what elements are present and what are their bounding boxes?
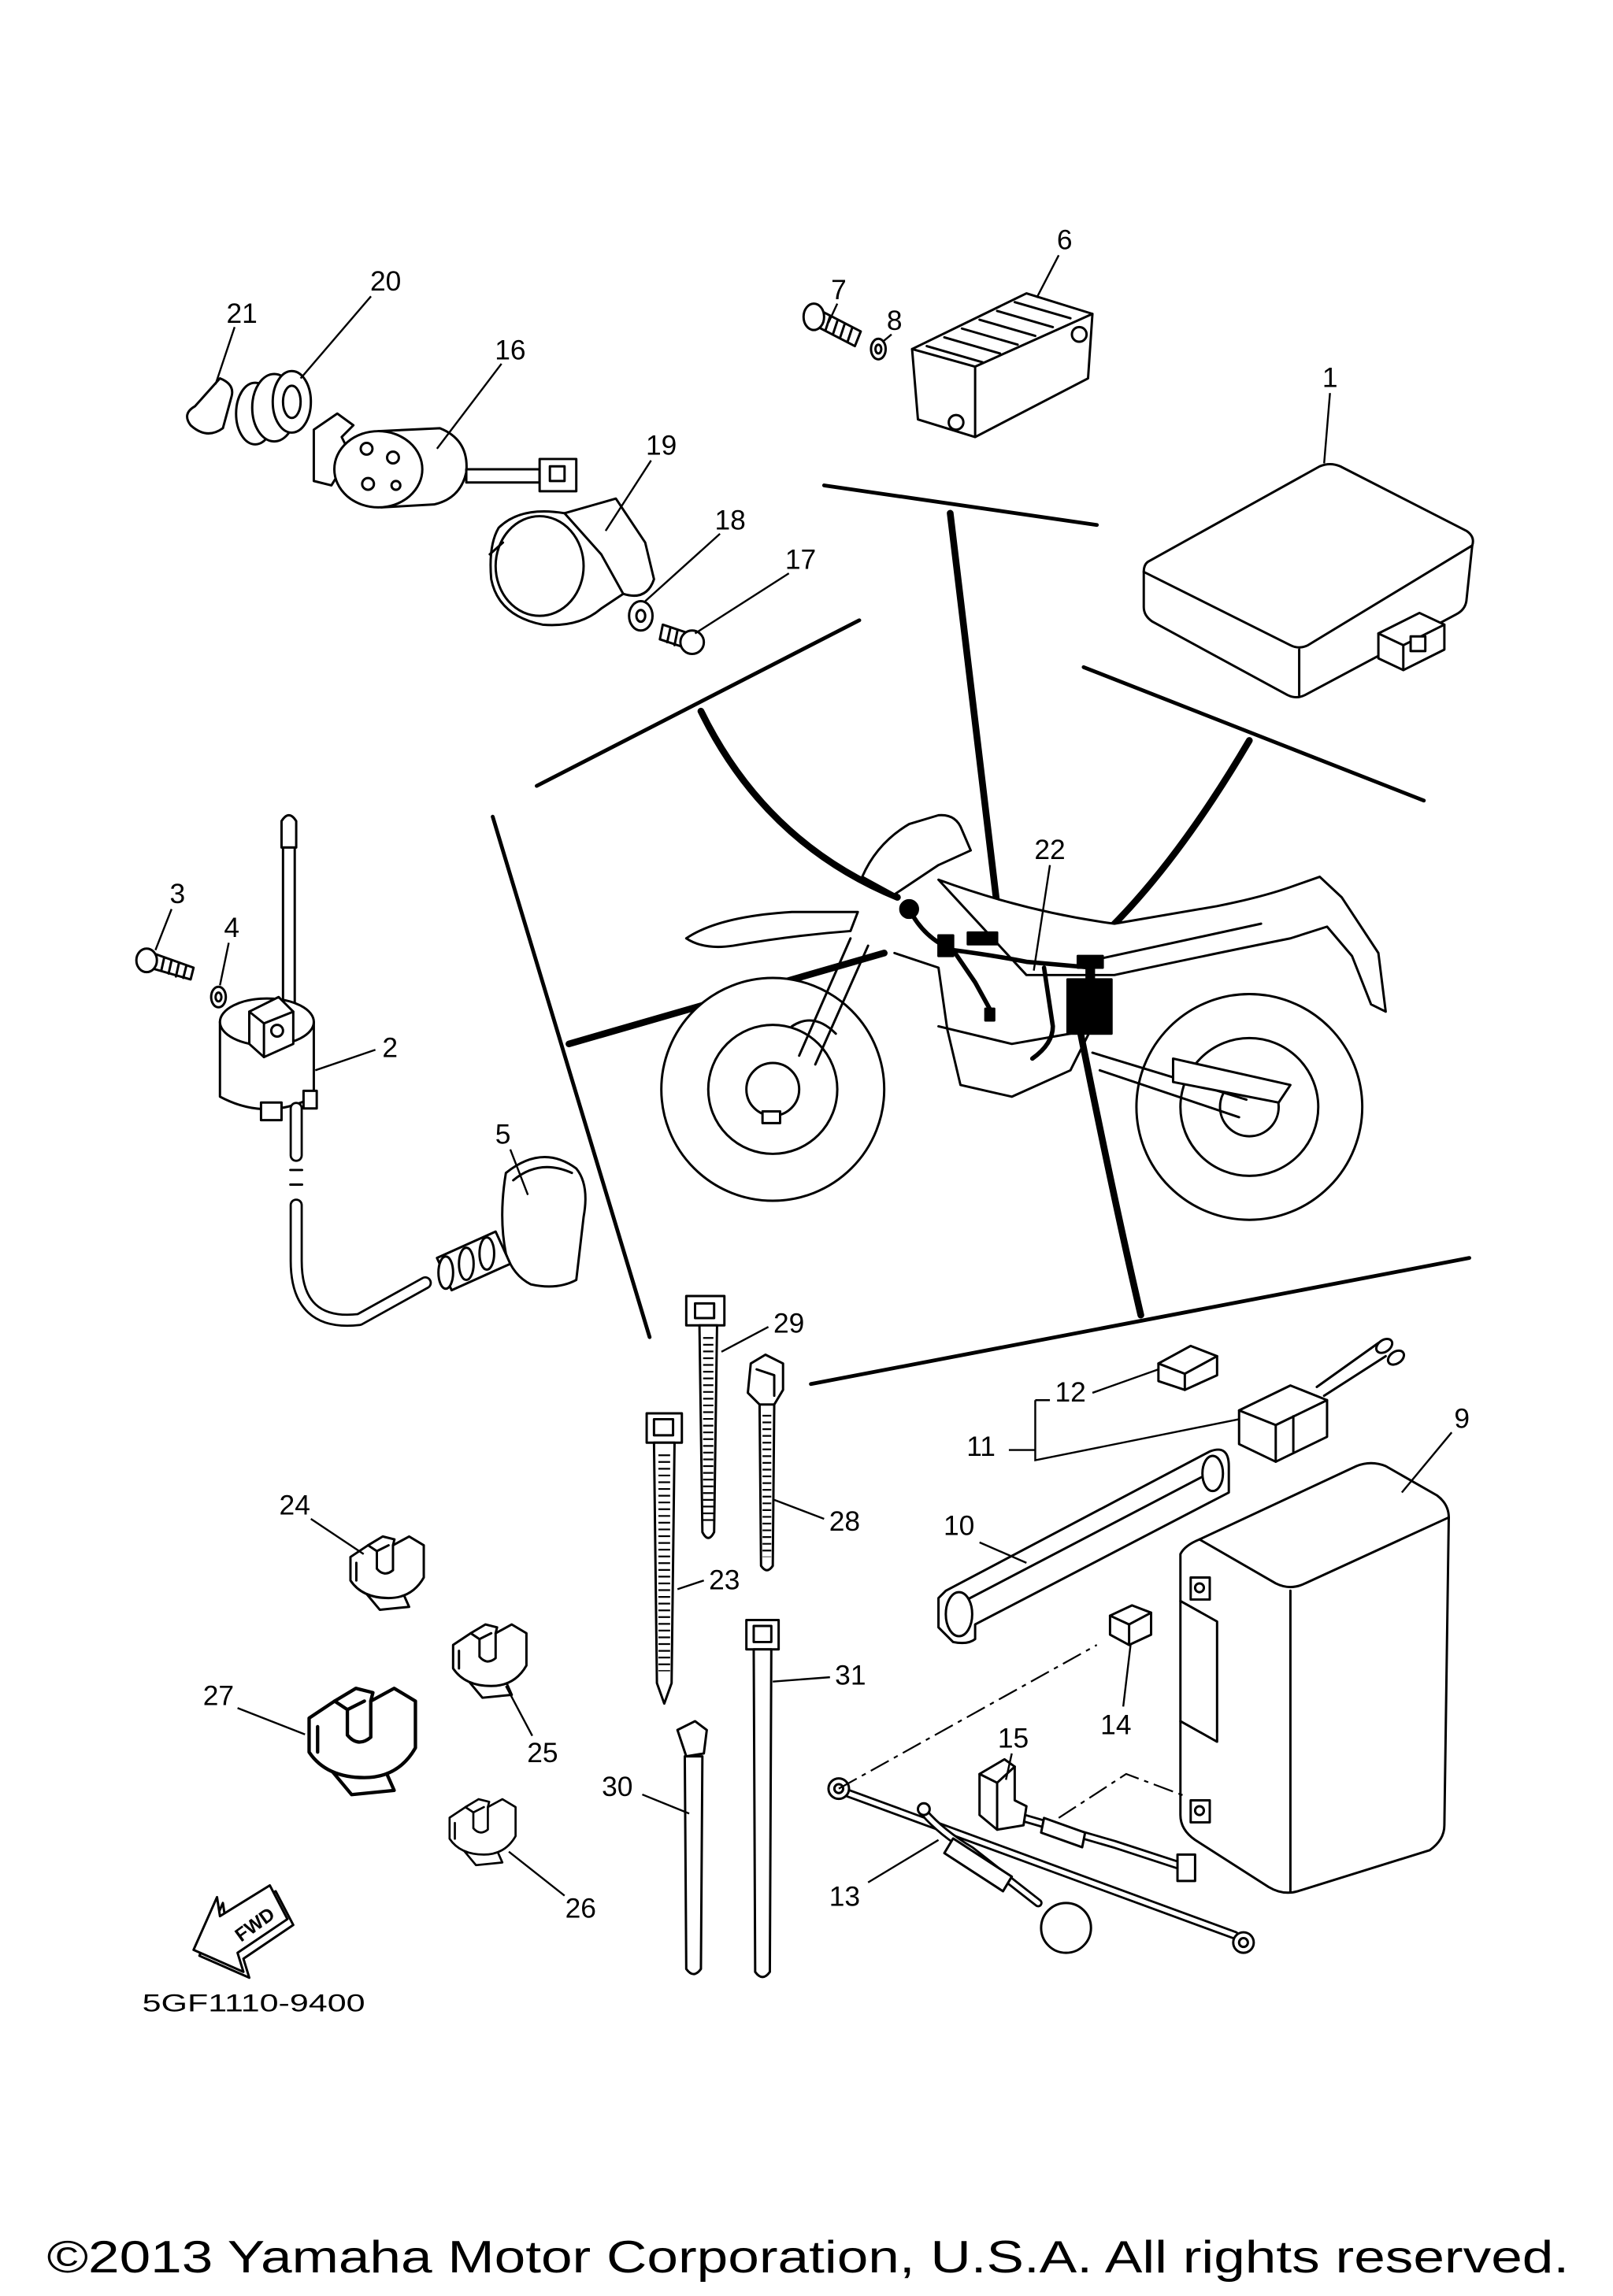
part-5-plug-cap (436, 1156, 587, 1292)
callout-6: 6 (1057, 225, 1073, 256)
callout-22: 22 (1034, 835, 1065, 865)
callout-3: 3 (169, 879, 185, 909)
callout-31: 31 (835, 1660, 866, 1691)
part-17-screw (658, 623, 706, 656)
callout-30: 30 (602, 1772, 632, 1802)
callout-24: 24 (280, 1490, 310, 1520)
callout-12: 12 (1055, 1377, 1085, 1408)
callout-14: 14 (1100, 1710, 1131, 1741)
part-19-cover (488, 497, 655, 627)
copyright-notice: ©2013 Yamaha Motor Corporation, U.S.A. A… (47, 2232, 1570, 2283)
callout-15: 15 (998, 1723, 1029, 1753)
callout-26: 26 (565, 1893, 596, 1924)
callout-16: 16 (495, 335, 525, 365)
callout-28: 28 (829, 1506, 860, 1537)
part-14-terminal-clip (1108, 1604, 1153, 1646)
part-27-clamp (307, 1687, 417, 1797)
callout-5: 5 (495, 1119, 511, 1150)
callout-13: 13 (829, 1882, 860, 1913)
part-16-main-switch (312, 412, 578, 509)
callout-7: 7 (831, 275, 847, 306)
callout-29: 29 (773, 1309, 804, 1339)
part-9-battery (1179, 1461, 1450, 1894)
drawing-code: 5GF1110-9400 (143, 1989, 365, 2017)
callout-11: 11 (966, 1431, 996, 1462)
callout-1: 1 (1322, 363, 1338, 394)
part-3-bolt (135, 947, 195, 981)
callout-18: 18 (715, 505, 746, 535)
callout-17: 17 (785, 545, 816, 576)
callout-27: 27 (203, 1680, 234, 1711)
part-30-cable-tie (676, 1720, 708, 1976)
callout-8: 8 (887, 306, 903, 336)
part-23-cable-tie (645, 1412, 684, 1705)
callout-4: 4 (224, 913, 239, 943)
callout-25: 25 (527, 1738, 558, 1768)
part-11-fuse-holder (1237, 1338, 1406, 1463)
part-31-cable-tie (745, 1619, 781, 1979)
forward-direction-arrow: FWD (192, 1884, 295, 1979)
part-12-fuse (1157, 1344, 1218, 1391)
part-1-cdi-unit (1142, 462, 1474, 698)
part-6-rectifier-regulator (910, 292, 1094, 439)
motorcycle-outline (660, 813, 1387, 1221)
callout-23: 23 (709, 1565, 740, 1595)
assembly-reference-lines (838, 1644, 1185, 1819)
part-29-cable-tie (684, 1294, 726, 1539)
callout-labels: 1 2 3 4 5 6 7 8 9 10 11 12 13 14 15 16 1… (169, 225, 1470, 1924)
part-10-battery-band (937, 1448, 1230, 1645)
part-20-grommet (235, 369, 313, 446)
part-13-battery-lead (827, 1777, 1255, 1954)
part-18-washer (628, 600, 654, 632)
part-7-bolt (802, 302, 862, 348)
part-26-clamp (448, 1798, 517, 1867)
part-25-clamp (451, 1623, 528, 1699)
callout-10: 10 (944, 1511, 974, 1542)
callout-9: 9 (1454, 1404, 1470, 1435)
callout-21: 21 (227, 298, 258, 329)
part-28-cable-tie-clip (747, 1354, 784, 1572)
callout-19: 19 (646, 430, 677, 461)
part-8-washer (870, 337, 888, 361)
part-21-cap (186, 377, 234, 435)
part-4-washer (210, 985, 228, 1009)
part-2-ignition-coil (218, 813, 432, 1328)
callout-leader-lines (154, 254, 1453, 1897)
part-15-battery-lead-cover (978, 1757, 1196, 1883)
part-24-clamp (349, 1535, 425, 1611)
callout-20: 20 (370, 266, 401, 297)
callout-2: 2 (382, 1033, 398, 1064)
